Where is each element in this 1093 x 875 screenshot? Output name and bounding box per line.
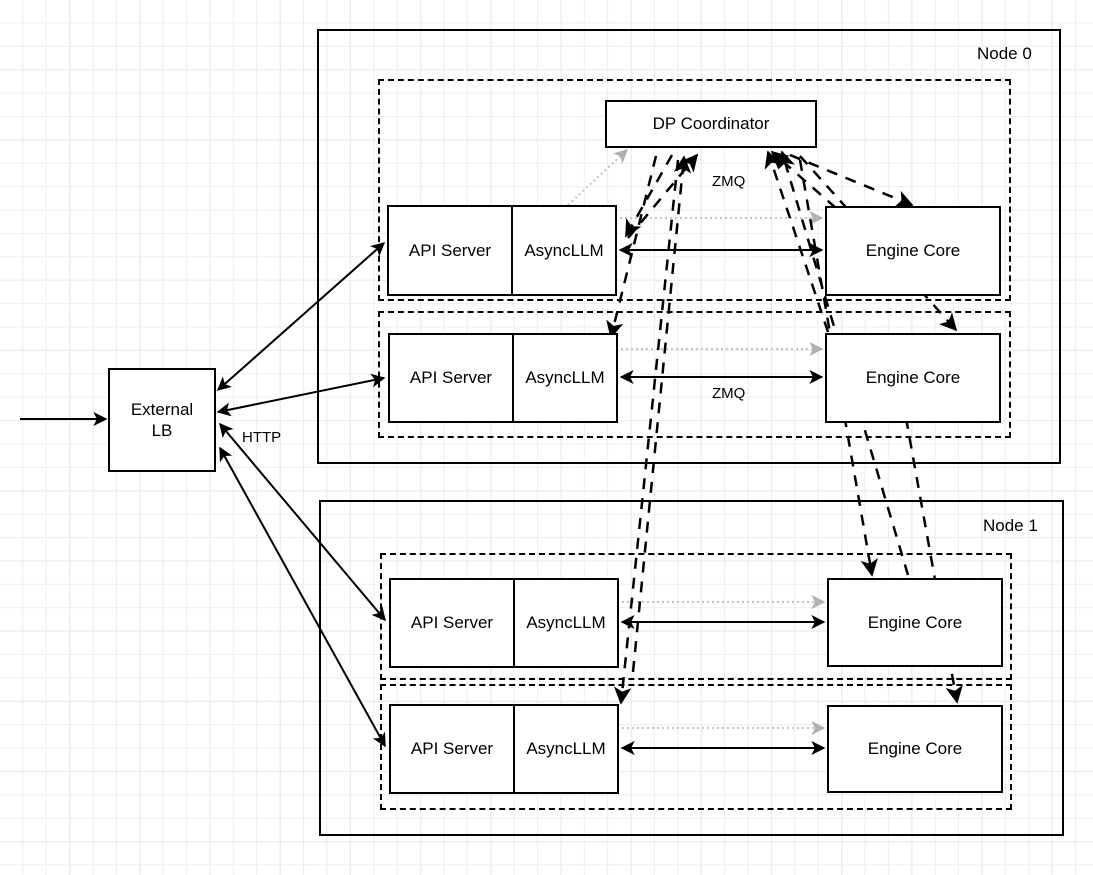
- async-llm-label: AsyncLLM: [525, 368, 605, 387]
- node-0-label: Node 0: [977, 44, 1032, 63]
- api-server-label: API Server: [409, 368, 493, 387]
- node-0-group-1: [378, 79, 1011, 301]
- async-llm-label: AsyncLLM: [526, 739, 606, 758]
- dp-coordinator-box[interactable]: DP Coordinator: [605, 100, 817, 148]
- node-0-api-server-box-1[interactable]: API Server AsyncLLM: [387, 205, 617, 296]
- node-1-label: Node 1: [983, 516, 1038, 535]
- external-lb-label-line1: External: [130, 399, 194, 419]
- engine-core-label: Engine Core: [865, 241, 961, 261]
- node-1-api-server-box-1[interactable]: API Server AsyncLLM: [389, 578, 619, 668]
- api-server-label: API Server: [410, 739, 494, 758]
- node-0-group-2: [378, 311, 1011, 438]
- node-0-container: [317, 29, 1061, 464]
- engine-core-label: Engine Core: [865, 368, 961, 388]
- node-1-group-2: [380, 684, 1012, 810]
- external-lb-box[interactable]: External LB: [108, 368, 216, 472]
- node-0-engine-core-2[interactable]: Engine Core: [825, 333, 1001, 423]
- node-1-group-1: [380, 553, 1012, 680]
- api-server-cell-n0-2[interactable]: API Server: [390, 335, 514, 421]
- api-server-cell-n1-1[interactable]: API Server: [391, 580, 515, 666]
- node-0-engine-core-1[interactable]: Engine Core: [825, 206, 1001, 296]
- api-server-label: API Server: [410, 613, 494, 632]
- api-server-cell-n0-1[interactable]: API Server: [389, 207, 513, 294]
- http-label: HTTP: [242, 429, 282, 446]
- api-server-cell-n1-2[interactable]: API Server: [391, 706, 515, 792]
- async-llm-cell-n1-2[interactable]: AsyncLLM: [515, 706, 617, 792]
- dp-coordinator-label: DP Coordinator: [652, 114, 770, 134]
- api-server-label: API Server: [408, 240, 492, 260]
- node-0-api-server-box-2[interactable]: API Server AsyncLLM: [388, 333, 618, 423]
- engine-core-label: Engine Core: [867, 739, 963, 759]
- node-1-container: [319, 500, 1064, 836]
- async-llm-cell-n1-1[interactable]: AsyncLLM: [515, 580, 617, 666]
- async-llm-label: AsyncLLM: [526, 613, 606, 632]
- node-1-engine-core-1[interactable]: Engine Core: [827, 578, 1003, 667]
- async-llm-cell-n0-1[interactable]: AsyncLLM: [513, 207, 615, 294]
- external-lb-label-line2: LB: [151, 421, 173, 440]
- async-llm-label: AsyncLLM: [524, 240, 604, 260]
- engine-core-label: Engine Core: [867, 612, 963, 632]
- node-1-api-server-box-2[interactable]: API Server AsyncLLM: [389, 704, 619, 794]
- zmq-label-bottom: ZMQ: [712, 385, 746, 402]
- zmq-label-top: ZMQ: [712, 173, 746, 190]
- node-1-engine-core-2[interactable]: Engine Core: [827, 705, 1003, 793]
- async-llm-cell-n0-2[interactable]: AsyncLLM: [514, 335, 616, 421]
